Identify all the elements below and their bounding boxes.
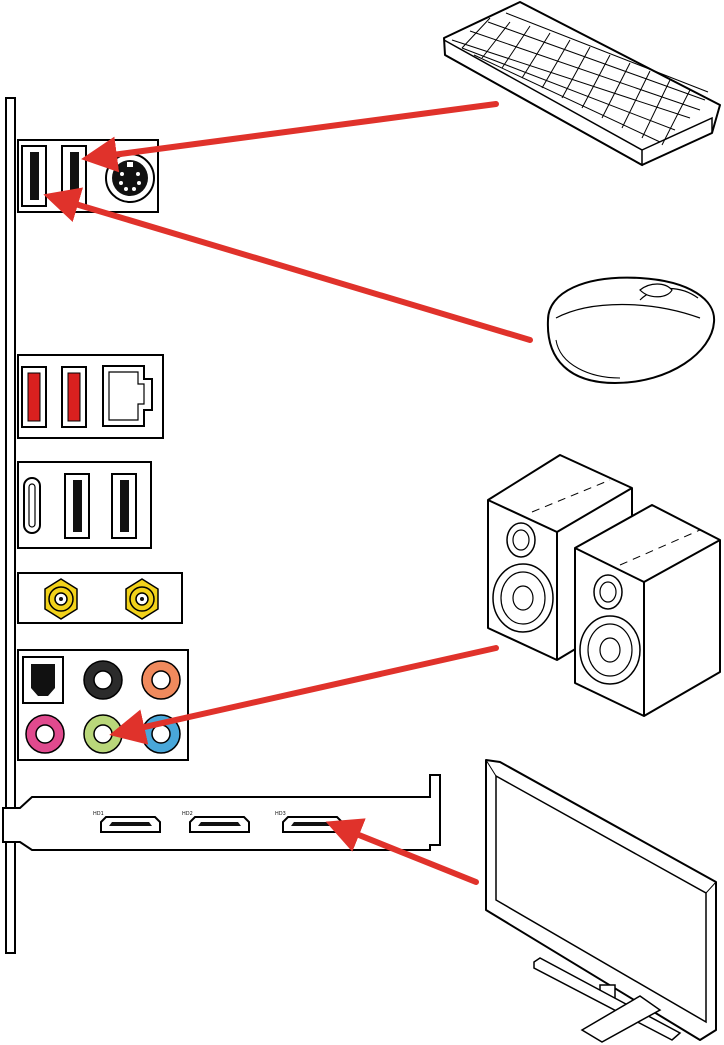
hdmi-label-2: HD2 [182,811,193,817]
usbc-usb-port-group [18,462,151,548]
monitor-icon [486,760,716,1042]
usb-port-1[interactable] [22,146,46,206]
hdmi-label-3: HD3 [275,811,286,817]
usb-port-4[interactable] [112,474,136,538]
arrow-keyboard-to-usb [90,104,496,158]
audio-port-black[interactable] [84,661,122,699]
audio-port-pink[interactable] [26,715,64,753]
ps2-port[interactable] [106,154,154,202]
arrow-mouse-to-usb [52,197,530,340]
wifi-antenna-group [18,573,182,623]
usb-port-3[interactable] [65,474,89,538]
keyboard-icon [444,2,720,165]
usb-port-2[interactable] [62,146,86,206]
lan-port[interactable] [103,366,152,426]
speakers-icon [488,455,720,716]
usb-lan-port-group [18,355,163,438]
optical-spdif-port[interactable] [23,657,63,703]
hdmi-label-1: HD1 [93,811,104,817]
usb-c-port[interactable] [24,478,40,533]
usb-red-port-2[interactable] [62,367,86,427]
usb-red-port-1[interactable] [22,367,46,427]
mouse-icon [548,278,714,383]
audio-port-orange[interactable] [142,661,180,699]
audio-port-group [18,650,188,760]
